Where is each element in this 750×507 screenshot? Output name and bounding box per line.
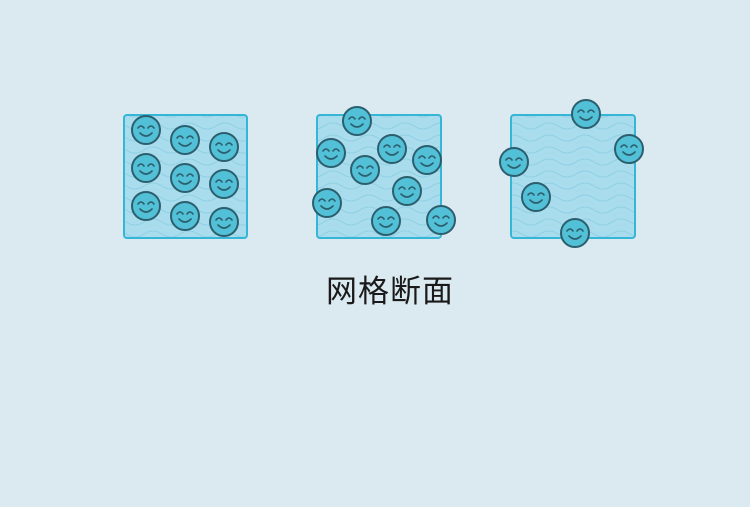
- smiley-face-icon: [342, 106, 372, 136]
- smiley-face-icon: [560, 218, 590, 248]
- smiley-face-icon: [412, 145, 442, 175]
- smiley-face-icon: [377, 134, 407, 164]
- smiley-face-icon: [614, 134, 644, 164]
- smiley-face-icon: [316, 138, 346, 168]
- smiley-face-icon: [392, 176, 422, 206]
- smiley-face-icon: [571, 99, 601, 129]
- smiley-face-icon: [371, 206, 401, 236]
- smiley-face-icon: [209, 132, 239, 162]
- smiley-face-icon: [170, 125, 200, 155]
- smiley-face-icon: [170, 163, 200, 193]
- smiley-face-icon: [499, 147, 529, 177]
- smiley-face-icon: [350, 155, 380, 185]
- smiley-face-icon: [131, 153, 161, 183]
- smiley-face-icon: [209, 169, 239, 199]
- smiley-face-icon: [170, 201, 200, 231]
- smiley-face-icon: [312, 188, 342, 218]
- smiley-face-icon: [131, 191, 161, 221]
- mesh-panel-medium: [316, 114, 442, 239]
- caption-title: 网格断面: [326, 274, 454, 310]
- smiley-face-icon: [131, 115, 161, 145]
- smiley-face-icon: [426, 205, 456, 235]
- smiley-face-icon: [521, 182, 551, 212]
- smiley-face-icon: [209, 207, 239, 237]
